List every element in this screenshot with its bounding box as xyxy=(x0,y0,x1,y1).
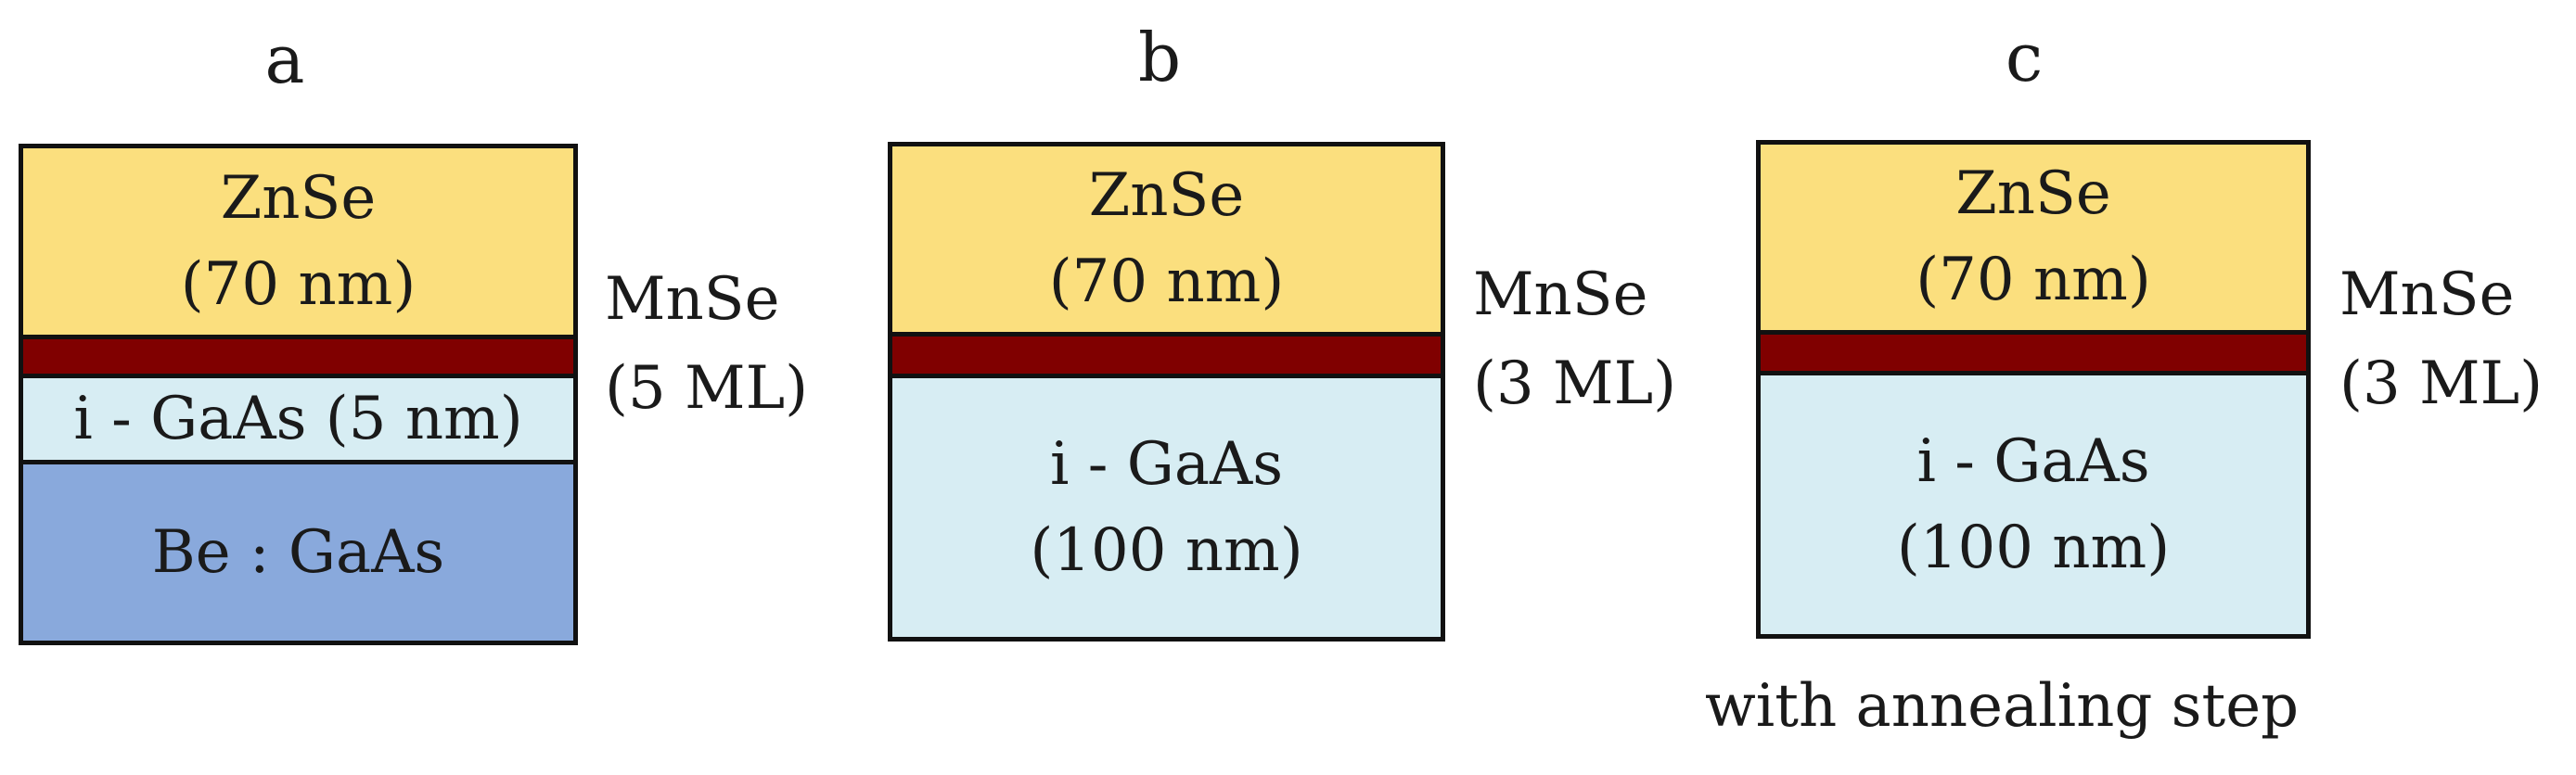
panel-a-mnse-label: MnSe (5 ML) xyxy=(605,255,808,433)
panel-a-label: a xyxy=(264,20,305,98)
gaas-layer: i - GaAs (5 nm) xyxy=(23,374,573,460)
be-gaas-substrate-layer: Be : GaAs xyxy=(23,460,573,641)
mnse-label-thickness: (3 ML) xyxy=(2339,349,2544,418)
mnse-layer xyxy=(892,332,1441,374)
gaas-layer-name: i - GaAs xyxy=(1916,426,2150,496)
panel-c-layer-stack: ZnSe (70 nm) i - GaAs (100 nm) xyxy=(1756,140,2311,639)
panel-a-layer-stack: ZnSe (70 nm) i - GaAs (5 nm) Be : GaAs xyxy=(19,144,578,645)
znse-layer: ZnSe (70 nm) xyxy=(892,146,1441,332)
mnse-label-thickness: (5 ML) xyxy=(605,354,809,423)
mnse-layer xyxy=(23,335,573,374)
gaas-layer: i - GaAs (100 nm) xyxy=(892,374,1441,637)
be-gaas-layer-name: Be : GaAs xyxy=(151,517,445,587)
znse-layer-name: ZnSe xyxy=(220,163,377,233)
gaas-layer-thickness: (100 nm) xyxy=(1030,515,1303,585)
znse-layer-name: ZnSe xyxy=(1088,161,1245,231)
mnse-layer xyxy=(1761,330,2306,371)
znse-layer-name: ZnSe xyxy=(1955,159,2111,229)
panel-b-label: b xyxy=(1137,19,1182,96)
znse-layer-thickness: (70 nm) xyxy=(1048,248,1285,316)
gaas-layer: i - GaAs (100 nm) xyxy=(1761,371,2306,634)
mnse-label-name: MnSe xyxy=(2339,260,2515,329)
panel-b-mnse-label: MnSe (3 ML) xyxy=(1473,250,1676,428)
mnse-label-name: MnSe xyxy=(1473,260,1648,329)
znse-layer-thickness: (70 nm) xyxy=(1916,246,2151,314)
panel-b-layer-stack: ZnSe (70 nm) i - GaAs (100 nm) xyxy=(888,142,1445,642)
mnse-label-name: MnSe xyxy=(605,265,780,334)
gaas-layer-name: i - GaAs xyxy=(1049,429,1284,499)
panel-c-label: c xyxy=(2005,19,2044,96)
panel-c-mnse-label: MnSe (3 ML) xyxy=(2339,250,2543,428)
znse-layer: ZnSe (70 nm) xyxy=(1761,145,2306,330)
panel-c-caption: with annealing step xyxy=(1705,672,2300,741)
mnse-label-thickness: (3 ML) xyxy=(1473,349,1677,418)
znse-layer-thickness: (70 nm) xyxy=(180,249,417,319)
gaas-layer-name: i - GaAs (5 nm) xyxy=(73,384,523,453)
znse-layer: ZnSe (70 nm) xyxy=(23,148,573,335)
gaas-layer-thickness: (100 nm) xyxy=(1896,513,2171,582)
